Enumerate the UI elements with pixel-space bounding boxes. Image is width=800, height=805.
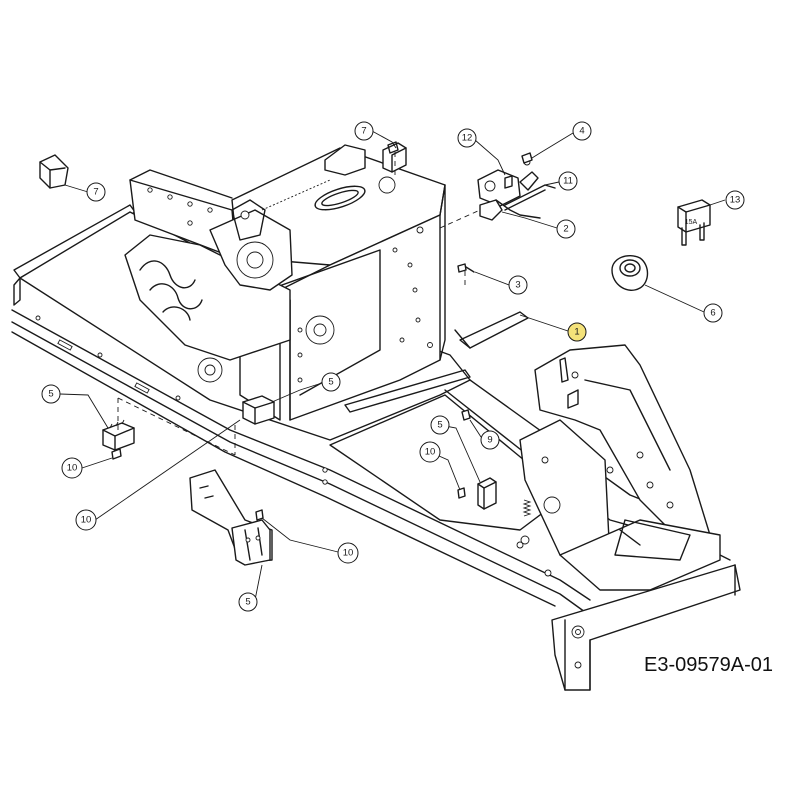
svg-text:7: 7: [361, 126, 366, 137]
callout-2: 2: [556, 219, 576, 239]
callout-5-right: 5: [430, 415, 450, 435]
callout-3: 3: [508, 275, 528, 295]
steering-sector: [124, 199, 293, 361]
svg-text:6: 6: [710, 308, 715, 319]
callout-12: 12: [457, 128, 477, 148]
callout-5-bottom: 5: [238, 592, 258, 612]
pin-part-3: [457, 263, 475, 273]
callout-7-left: 7: [86, 182, 106, 202]
rail-holes: [35, 315, 552, 577]
fuse-rating-label: 15A: [685, 219, 698, 226]
bolt-part-9: [461, 409, 471, 421]
callout-13: 13: [725, 190, 745, 210]
svg-text:11: 11: [563, 176, 573, 187]
right-pedal-housing: [519, 344, 721, 591]
callout-9: 9: [480, 430, 500, 450]
switch-part-5-right: [477, 477, 497, 510]
svg-text:5: 5: [245, 597, 250, 608]
switch-part-5-left: [102, 419, 135, 460]
svg-text:10: 10: [425, 447, 436, 458]
callout-4: 4: [572, 121, 592, 141]
svg-text:13: 13: [730, 195, 741, 206]
switch-part-5-frame: [242, 395, 275, 425]
svg-text:4: 4: [579, 126, 584, 137]
key-knob-part-2: [479, 199, 541, 221]
callout-7-top: 7: [354, 121, 374, 141]
callout-10-bottom: 10: [337, 542, 359, 564]
svg-text:10: 10: [343, 548, 354, 559]
svg-text:12: 12: [462, 133, 473, 144]
fuse-part-13: 15A: [677, 199, 711, 246]
callout-6: 6: [703, 303, 723, 323]
bracket-part-5-bottom: [189, 469, 273, 566]
bushing-part-7-left: [39, 154, 69, 189]
callout-10-right: 10: [419, 441, 441, 463]
spring: [522, 499, 532, 517]
ignition-switch-part-12: [477, 158, 539, 207]
svg-text:9: 9: [487, 435, 492, 446]
brake-rod: [454, 311, 529, 349]
svg-text:7: 7: [93, 187, 98, 198]
knob-part-6: [611, 254, 649, 291]
svg-text:10: 10: [81, 515, 92, 526]
callout-1: 1: [567, 322, 587, 342]
svg-text:5: 5: [48, 389, 53, 400]
callout-10-center-left: 10: [75, 509, 97, 531]
svg-text:5: 5: [437, 420, 442, 431]
screw-part-10-right: [457, 487, 466, 499]
svg-text:5: 5: [328, 377, 333, 388]
callout-5-left: 5: [41, 384, 61, 404]
seat-switch-part-7: [382, 141, 407, 173]
tower-holes: [147, 187, 433, 383]
callout-10-left: 10: [61, 457, 83, 479]
screw-part-4: [521, 152, 533, 164]
svg-text:10: 10: [67, 463, 78, 474]
svg-text:2: 2: [563, 224, 568, 235]
callout-11: 11: [558, 171, 578, 191]
svg-text:3: 3: [515, 280, 520, 291]
drawing-code: E3-09579A-01: [644, 654, 773, 676]
callout-5-frame: 5: [321, 372, 341, 392]
svg-text:1: 1: [574, 327, 579, 338]
